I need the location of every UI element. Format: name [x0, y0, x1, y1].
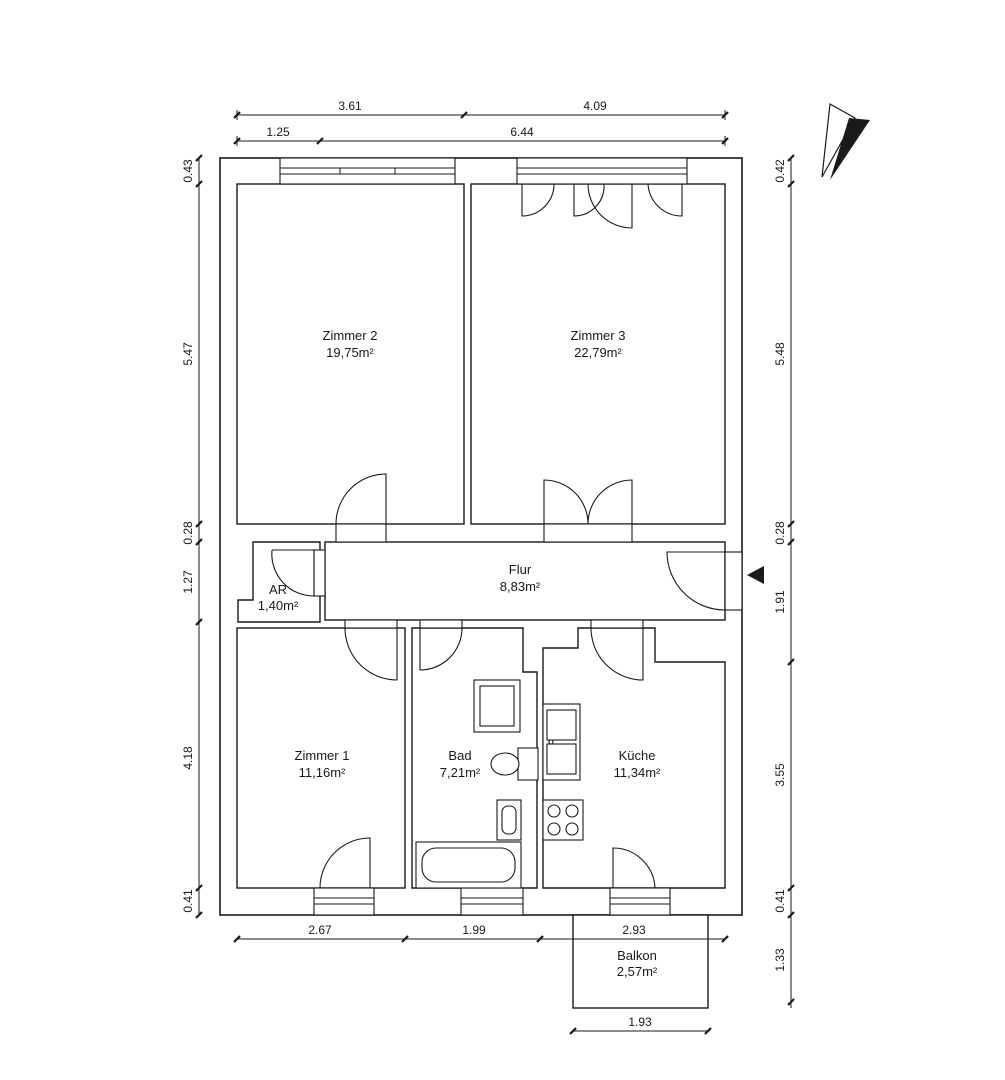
dim-left-4: 1.27	[181, 570, 195, 594]
dimension-balkon: 1.93	[569, 1015, 712, 1035]
room-name-ar: AR	[269, 582, 287, 597]
room-ar	[237, 541, 321, 623]
room-area-kueche: 11,34m²	[614, 765, 661, 780]
room-zimmer-1	[236, 627, 406, 889]
dim-top-inner-1: 1.25	[266, 125, 290, 139]
stove-icon	[542, 799, 584, 841]
dim-left-6: 0.41	[181, 889, 195, 913]
room-kueche	[542, 627, 726, 889]
room-name-zimmer-2: Zimmer 2	[323, 328, 378, 343]
room-name-zimmer-1: Zimmer 1	[295, 748, 350, 763]
room-area-flur: 8,83m²	[500, 579, 541, 594]
dim-bottom-3: 2.93	[622, 923, 646, 937]
door-kueche	[590, 619, 644, 681]
dimension-top-outer: 3.61 4.09	[233, 99, 729, 120]
room-name-flur: Flur	[509, 562, 532, 577]
room-area-ar: 1,40m²	[258, 598, 299, 613]
washbasin-icon	[496, 799, 522, 841]
dim-right-7: 1.33	[773, 948, 787, 972]
dim-right-3: 0.28	[773, 521, 787, 545]
room-zimmer-2	[236, 183, 465, 525]
door-ar	[271, 549, 326, 597]
dim-left-2: 5.47	[181, 342, 195, 366]
dim-top-outer-2: 4.09	[583, 99, 607, 113]
window-kueche	[609, 887, 671, 916]
dim-bottom-2: 1.99	[462, 923, 486, 937]
room-flur	[324, 541, 726, 621]
dim-balkon-width: 1.93	[628, 1015, 652, 1029]
door-entrance	[666, 551, 743, 611]
room-area-zimmer-1: 11,16m²	[299, 765, 346, 780]
window-zimmer-1	[313, 887, 375, 916]
door-zimmer-1	[344, 619, 398, 681]
dim-top-inner-2: 6.44	[510, 125, 534, 139]
dim-bottom-1: 2.67	[308, 923, 332, 937]
door-bad	[419, 619, 463, 671]
dim-left-3: 0.28	[181, 521, 195, 545]
dim-top-outer-1: 3.61	[338, 99, 362, 113]
dim-right-4: 1.91	[773, 590, 787, 614]
window-zimmer-3	[516, 157, 688, 229]
dimension-right: 0.42 5.48 0.28 1.91 3.55 0.41 1.33	[773, 154, 795, 1008]
kitchen-sink-icon	[542, 703, 581, 781]
room-name-zimmer-3: Zimmer 3	[571, 328, 626, 343]
shower-tray	[473, 679, 521, 733]
dim-right-6: 0.41	[773, 889, 787, 913]
dimension-top-inner: 1.25 6.44	[233, 125, 729, 146]
door-zimmer-1-lower	[319, 837, 371, 889]
entrance-arrow-icon	[747, 566, 764, 584]
room-area-balkon: 2,57m²	[617, 964, 658, 979]
window-bad	[460, 887, 524, 916]
dim-right-1: 0.42	[773, 159, 787, 183]
room-area-zimmer-2: 19,75m²	[326, 345, 374, 360]
door-zimmer-3	[543, 479, 633, 543]
dimension-left: 0.43 5.47 0.28 1.27 4.18 0.41	[181, 154, 203, 919]
room-name-balkon: Balkon	[617, 948, 657, 963]
door-kueche-lower	[612, 847, 656, 889]
north-arrow-icon	[821, 103, 870, 180]
door-zimmer-2	[335, 473, 387, 543]
dimension-bottom: 2.67 1.99 2.93	[233, 923, 729, 943]
room-name-kueche: Küche	[619, 748, 656, 763]
dim-left-1: 0.43	[181, 159, 195, 183]
room-area-bad: 7,21m²	[440, 765, 481, 780]
room-name-bad: Bad	[448, 748, 471, 763]
window-zimmer-2	[279, 157, 456, 185]
room-area-zimmer-3: 22,79m²	[574, 345, 622, 360]
dim-left-5: 4.18	[181, 746, 195, 770]
toilet-icon	[490, 747, 539, 781]
bathtub-icon	[415, 841, 522, 889]
dim-right-2: 5.48	[773, 342, 787, 366]
dim-right-5: 3.55	[773, 763, 787, 787]
